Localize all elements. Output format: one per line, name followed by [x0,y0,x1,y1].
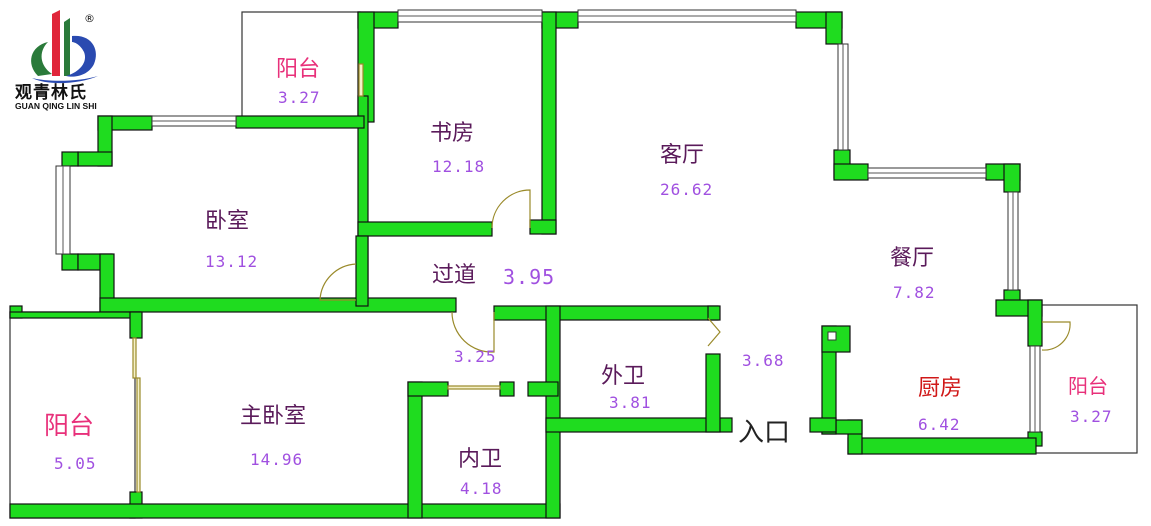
balcony-top-area: 3.27 [278,88,321,107]
balcony-right-name: 阳台 [1068,374,1108,398]
entrance-label: 入口 [738,418,790,448]
study-name: 书房 [430,121,474,146]
bedroom-area: 13.12 [205,252,258,271]
entry-area: 3.68 [742,351,785,370]
master-bedroom-name: 主卧室 [240,404,306,429]
registered-mark: ® [84,12,95,25]
walls [9,11,1043,519]
ensuite-bathroom-area: 4.18 [460,479,503,498]
living-room-name: 客厅 [660,143,704,168]
guest-bathroom-area: 3.81 [609,393,652,412]
brand-name-cn: 观青林氏 [15,83,87,103]
balcony-top-name: 阳台 [276,57,320,82]
brand-name-en: GUAN QING LIN SHI [15,101,97,111]
balcony-left-name: 阳台 [44,411,94,440]
bedroom-name: 卧室 [205,209,249,234]
dining-room-name: 餐厅 [890,246,934,271]
small-corridor-area: 3.25 [454,347,497,366]
hallway-area: 3.95 [503,265,555,289]
logo-mark-icon [31,10,98,84]
dining-room-area: 7.82 [893,283,936,302]
windows [55,9,1041,433]
balcony-left-area: 5.05 [54,454,97,473]
hallway-name: 过道 [432,263,476,288]
doors [132,63,1071,493]
balcony-right-area: 3.27 [1070,407,1113,426]
kitchen-area: 6.42 [918,415,961,434]
ensuite-bathroom-name: 内卫 [458,447,502,472]
kitchen-name: 厨房 [918,376,962,401]
study-area: 12.18 [432,157,485,176]
living-room-area: 26.62 [660,180,713,199]
brand-logo [8,6,120,124]
master-bedroom-area: 14.96 [250,450,303,469]
guest-bathroom-name: 外卫 [601,364,645,389]
